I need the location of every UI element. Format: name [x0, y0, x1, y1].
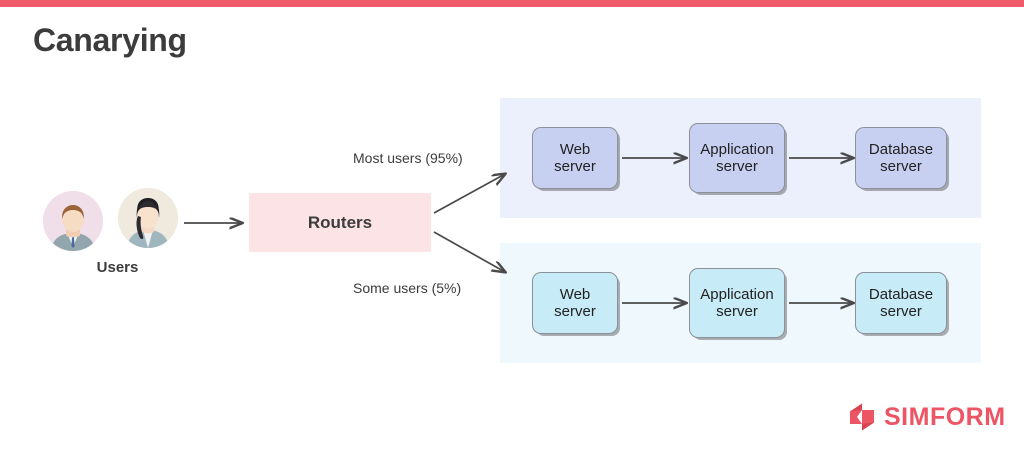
routers-box: Routers — [249, 193, 431, 252]
arrow-routers-to-canary — [433, 231, 505, 272]
user-avatar-female — [118, 188, 178, 248]
simform-logo-text: SIMFORM — [884, 402, 1006, 431]
node-line1: Database — [868, 140, 934, 158]
accent-top-bar — [0, 0, 1024, 7]
arrow-routers-to-primary — [433, 174, 505, 214]
node-line1: Database — [868, 285, 934, 303]
users-group: Users — [40, 186, 210, 286]
simform-logo-mark — [850, 403, 874, 431]
node-line1: Application — [700, 140, 774, 158]
node-line2: server — [554, 303, 596, 320]
node-line2: server — [716, 303, 758, 320]
node-line1: Application — [700, 285, 774, 303]
users-label: Users — [96, 259, 139, 276]
node-line1: Web — [559, 140, 591, 158]
node-line2: server — [716, 158, 758, 175]
simform-logo: SIMFORM — [847, 402, 1006, 432]
node-line1: Web — [559, 285, 591, 303]
flow-label-most-users: Most users (95%) — [353, 150, 463, 166]
page-title: Canarying — [33, 22, 187, 58]
node-line2: server — [880, 158, 922, 175]
flow-label-some-users: Some users (5%) — [353, 280, 462, 296]
node-line2: server — [880, 303, 922, 320]
routers-label: Routers — [307, 212, 373, 232]
node-line2: server — [554, 158, 596, 175]
user-avatar-male — [43, 191, 103, 251]
